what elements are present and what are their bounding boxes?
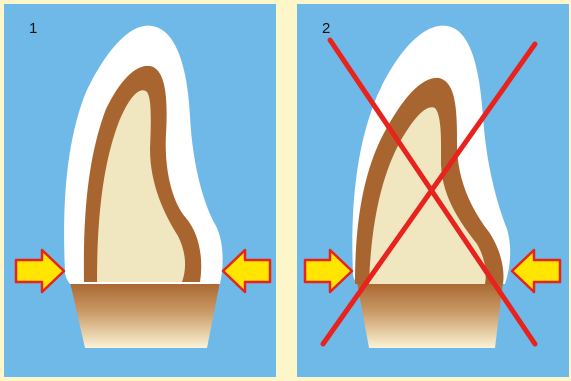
- tooth-root: [70, 282, 220, 348]
- tooth-diagram-2: [297, 4, 569, 377]
- tooth-diagram-1: [4, 4, 276, 377]
- panel-incorrect: 2: [297, 4, 569, 377]
- panel-number: 2: [322, 21, 330, 37]
- arrow-right-icon: [305, 250, 352, 292]
- panel-number: 1: [29, 21, 37, 37]
- arrow-left-icon: [512, 250, 560, 292]
- arrow-right-icon: [16, 250, 64, 292]
- tooth-root: [357, 282, 503, 348]
- arrow-left-icon: [223, 250, 270, 292]
- panel-correct: 1: [4, 4, 276, 377]
